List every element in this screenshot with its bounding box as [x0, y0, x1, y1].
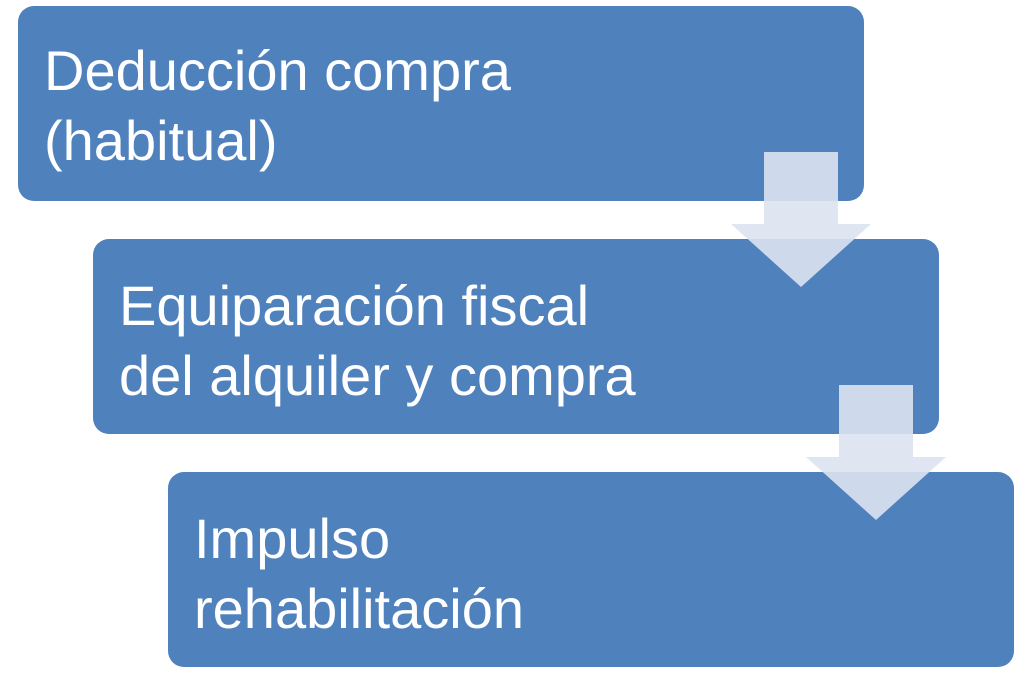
down-arrow-icon [731, 152, 871, 287]
step-2-line-1: Equiparación fiscal [119, 274, 590, 337]
down-arrow-icon [806, 385, 946, 520]
step-2-line-2: del alquiler y compra [119, 344, 636, 407]
step-1-line-1: Deducción compra [44, 39, 511, 102]
step-3-line-2: rehabilitación [194, 577, 524, 640]
step-1-line-2: (habitual) [44, 109, 278, 172]
step-box-deduccion-compra: Deducción compra (habitual) [18, 6, 864, 201]
step-3-line-1: Impulso [194, 507, 391, 570]
